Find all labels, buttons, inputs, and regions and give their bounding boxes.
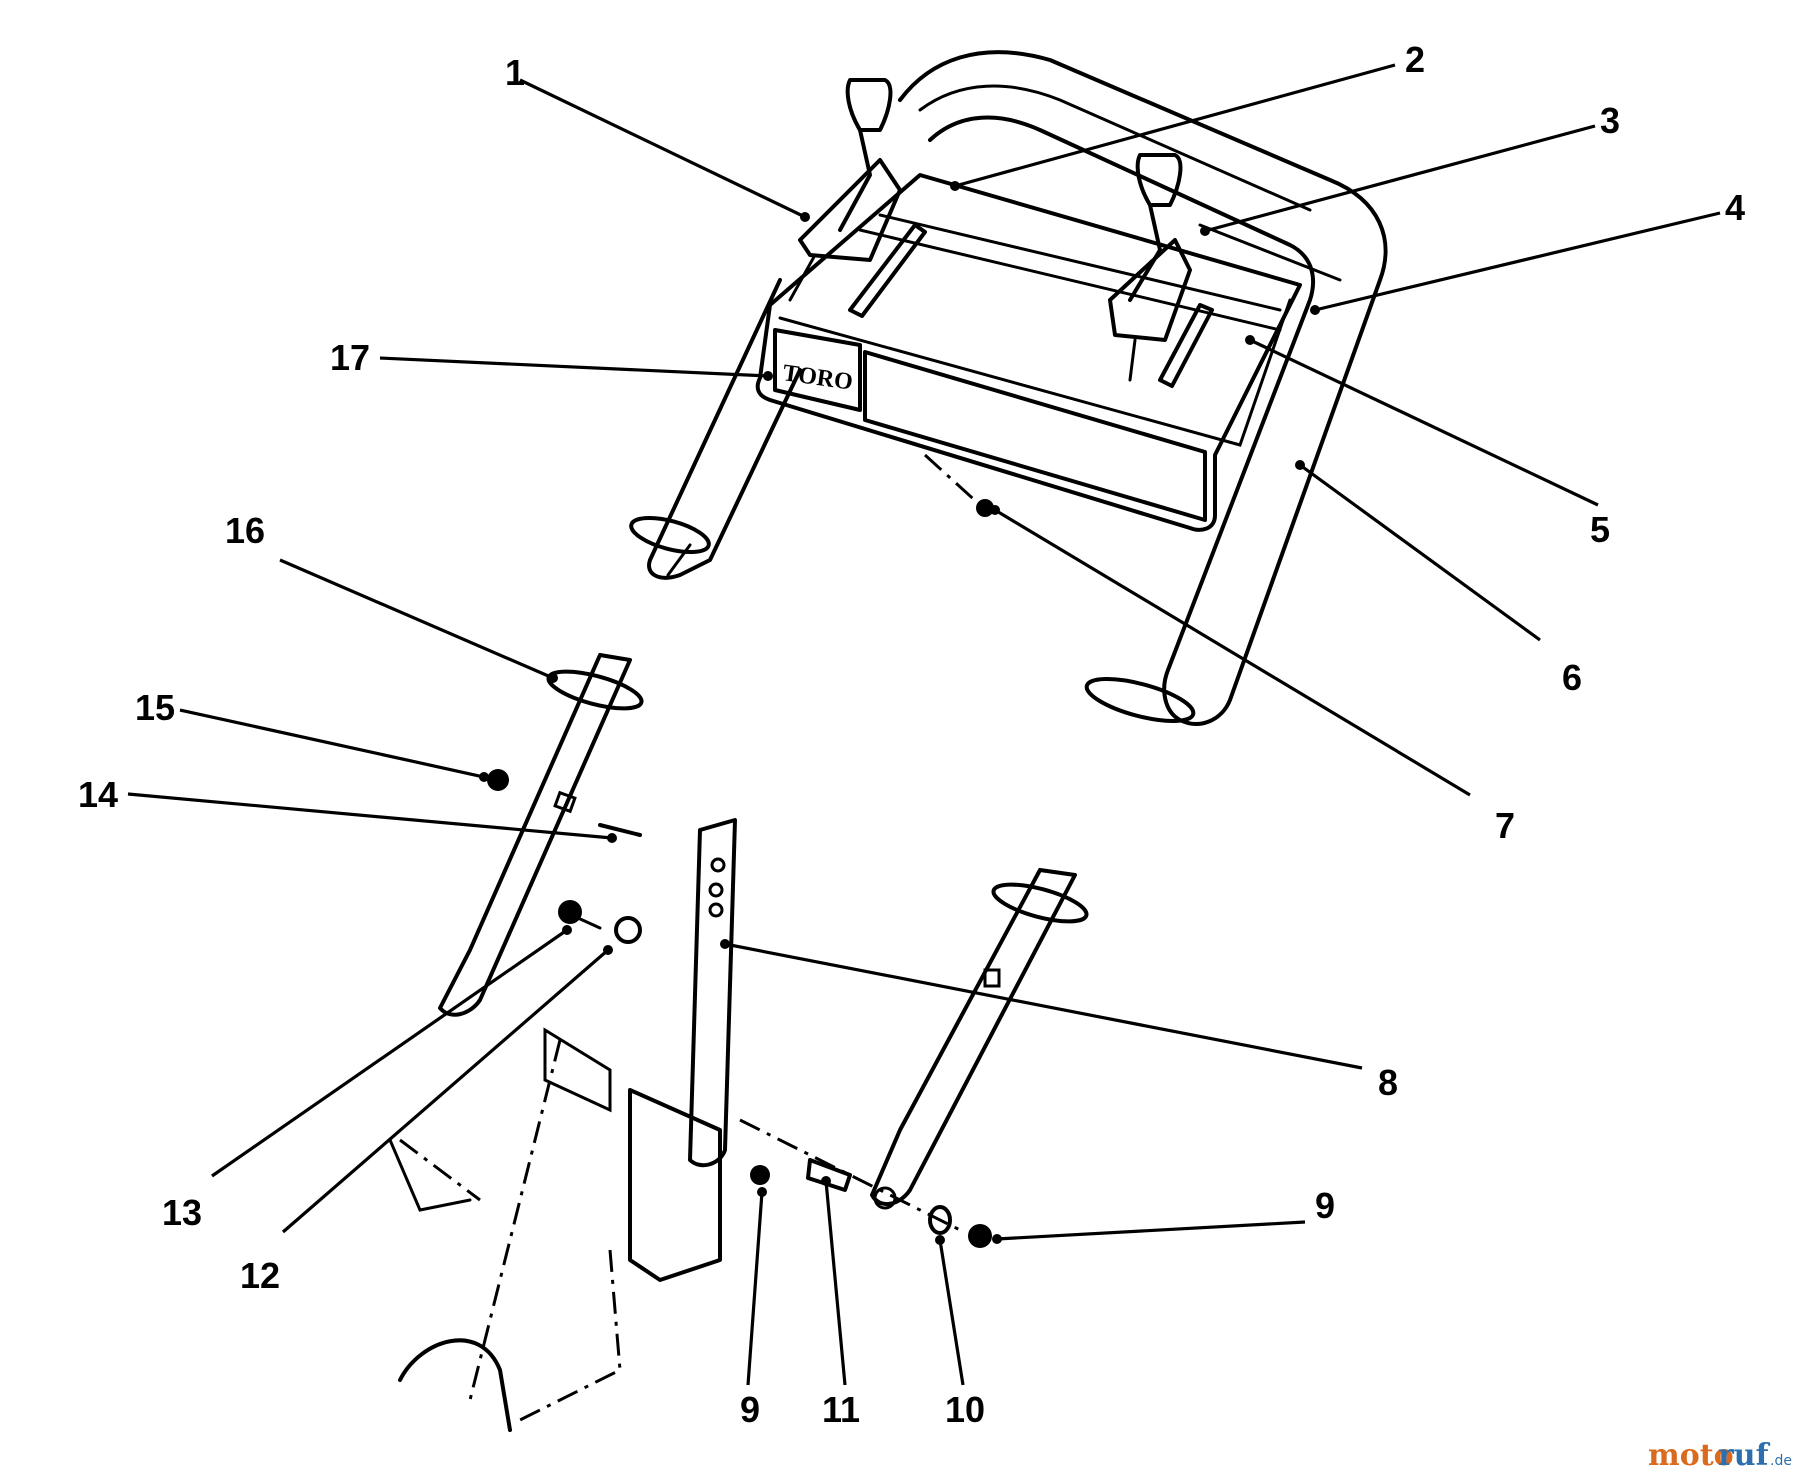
callout-14: 14	[78, 774, 118, 815]
right-control-lever	[1108, 153, 1214, 388]
callout-16: 16	[225, 510, 265, 551]
lower-handle-right	[870, 868, 1089, 1210]
callout-2: 2	[1405, 39, 1425, 80]
watermark-part1: moto	[1648, 1438, 1734, 1473]
callout-9-right: 9	[1315, 1185, 1335, 1226]
callout-1: 1	[505, 52, 525, 93]
mower-bracket	[388, 1027, 722, 1432]
callout-7: 7	[1495, 805, 1515, 846]
callout-13: 13	[162, 1192, 202, 1233]
control-panel: TORO	[755, 173, 1302, 532]
hardware	[487, 769, 992, 1248]
callout-12: 12	[240, 1255, 280, 1296]
left-control-lever	[788, 78, 927, 318]
callout-4: 4	[1725, 187, 1745, 228]
callout-6: 6	[1562, 657, 1582, 698]
callout-8: 8	[1378, 1062, 1398, 1103]
callout-3: 3	[1600, 100, 1620, 141]
leader-lines	[127, 63, 1721, 1386]
callout-17: 17	[330, 337, 370, 378]
watermark: moto ruf .de	[1648, 1438, 1792, 1473]
callout-15: 15	[135, 687, 175, 728]
watermark-part2: ruf	[1718, 1438, 1771, 1473]
callout-11: 11	[822, 1389, 860, 1430]
callout-10: 10	[945, 1389, 985, 1430]
callout-9-bottom: 9	[740, 1389, 760, 1430]
callouts: 1 2 3 4 5 6 7 8 9 9 10 11 12 13 14 15 16…	[78, 39, 1745, 1430]
watermark-suffix: .de	[1770, 1453, 1792, 1469]
cable-bracket	[688, 818, 737, 1168]
upper-handle	[629, 50, 1388, 726]
panel-bolt	[923, 453, 994, 517]
callout-5: 5	[1590, 509, 1610, 550]
